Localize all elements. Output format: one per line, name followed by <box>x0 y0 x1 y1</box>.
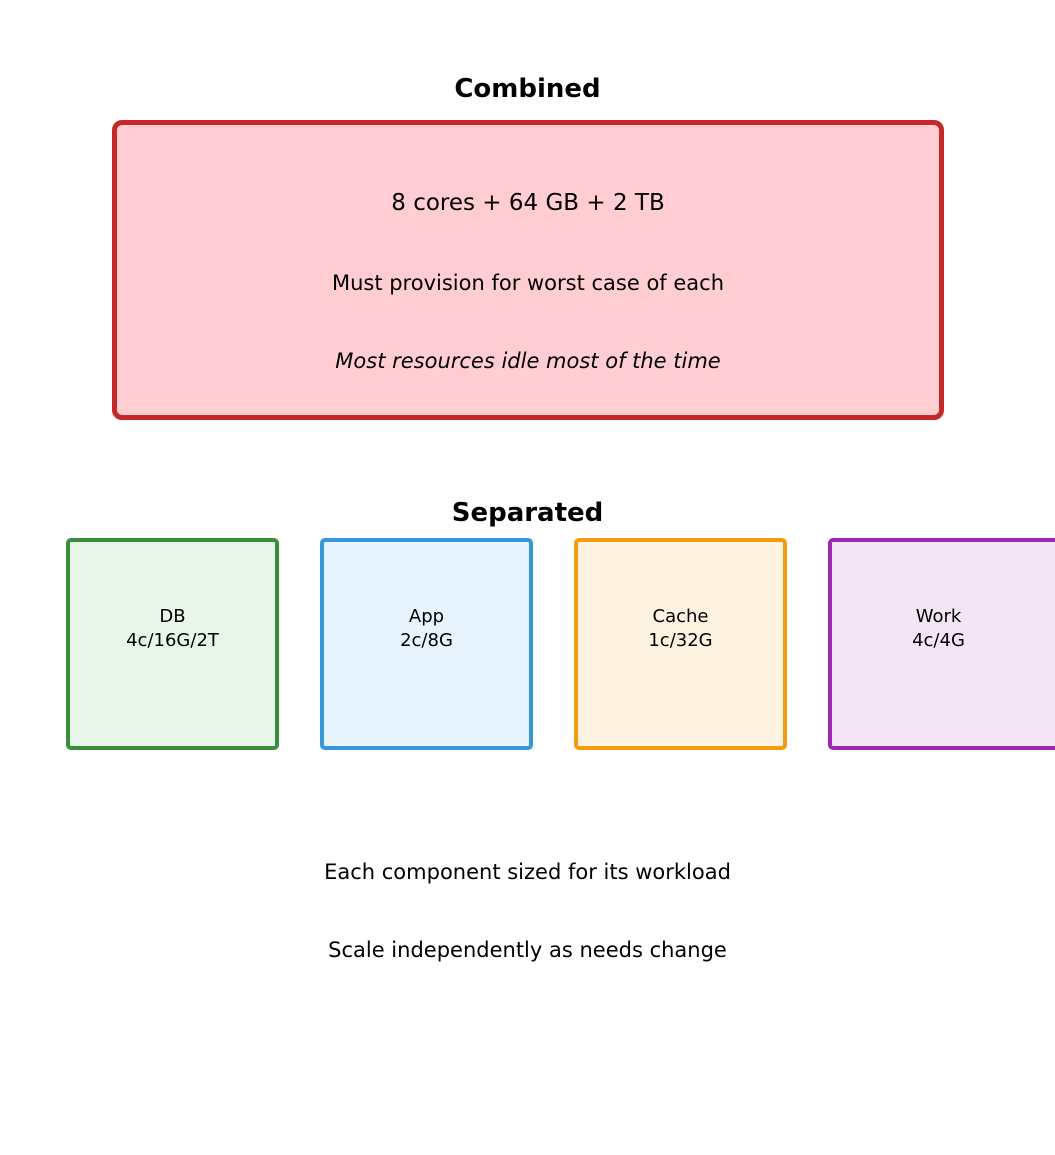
combined-title: Combined <box>454 74 601 104</box>
component-box-db: DB 4c/16G/2T <box>66 538 279 750</box>
component-spec: 2c/8G <box>400 630 453 651</box>
combined-provision-note: Must provision for worst case of each <box>331 271 725 295</box>
combined-box: 8 cores + 64 GB + 2 TB Must provision fo… <box>112 120 944 420</box>
component-name: App <box>408 606 445 627</box>
separated-footer-scaling: Scale independently as needs change <box>328 938 727 962</box>
component-box-app: App 2c/8G <box>320 538 533 750</box>
separated-title: Separated <box>451 498 604 528</box>
component-name: Cache <box>652 606 709 627</box>
component-name: DB <box>159 606 186 627</box>
component-spec: 4c/4G <box>912 630 965 651</box>
component-spec: 1c/32G <box>648 630 713 651</box>
combined-resources: 8 cores + 64 GB + 2 TB <box>391 190 665 216</box>
component-box-cache: Cache 1c/32G <box>574 538 787 750</box>
combined-idle-note: Most resources idle most of the time <box>335 349 721 373</box>
component-spec: 4c/16G/2T <box>126 630 219 651</box>
component-name: Work <box>915 606 962 627</box>
separated-footer-sizing: Each component sized for its workload <box>324 860 731 884</box>
component-box-work: Work 4c/4G <box>828 538 1055 750</box>
